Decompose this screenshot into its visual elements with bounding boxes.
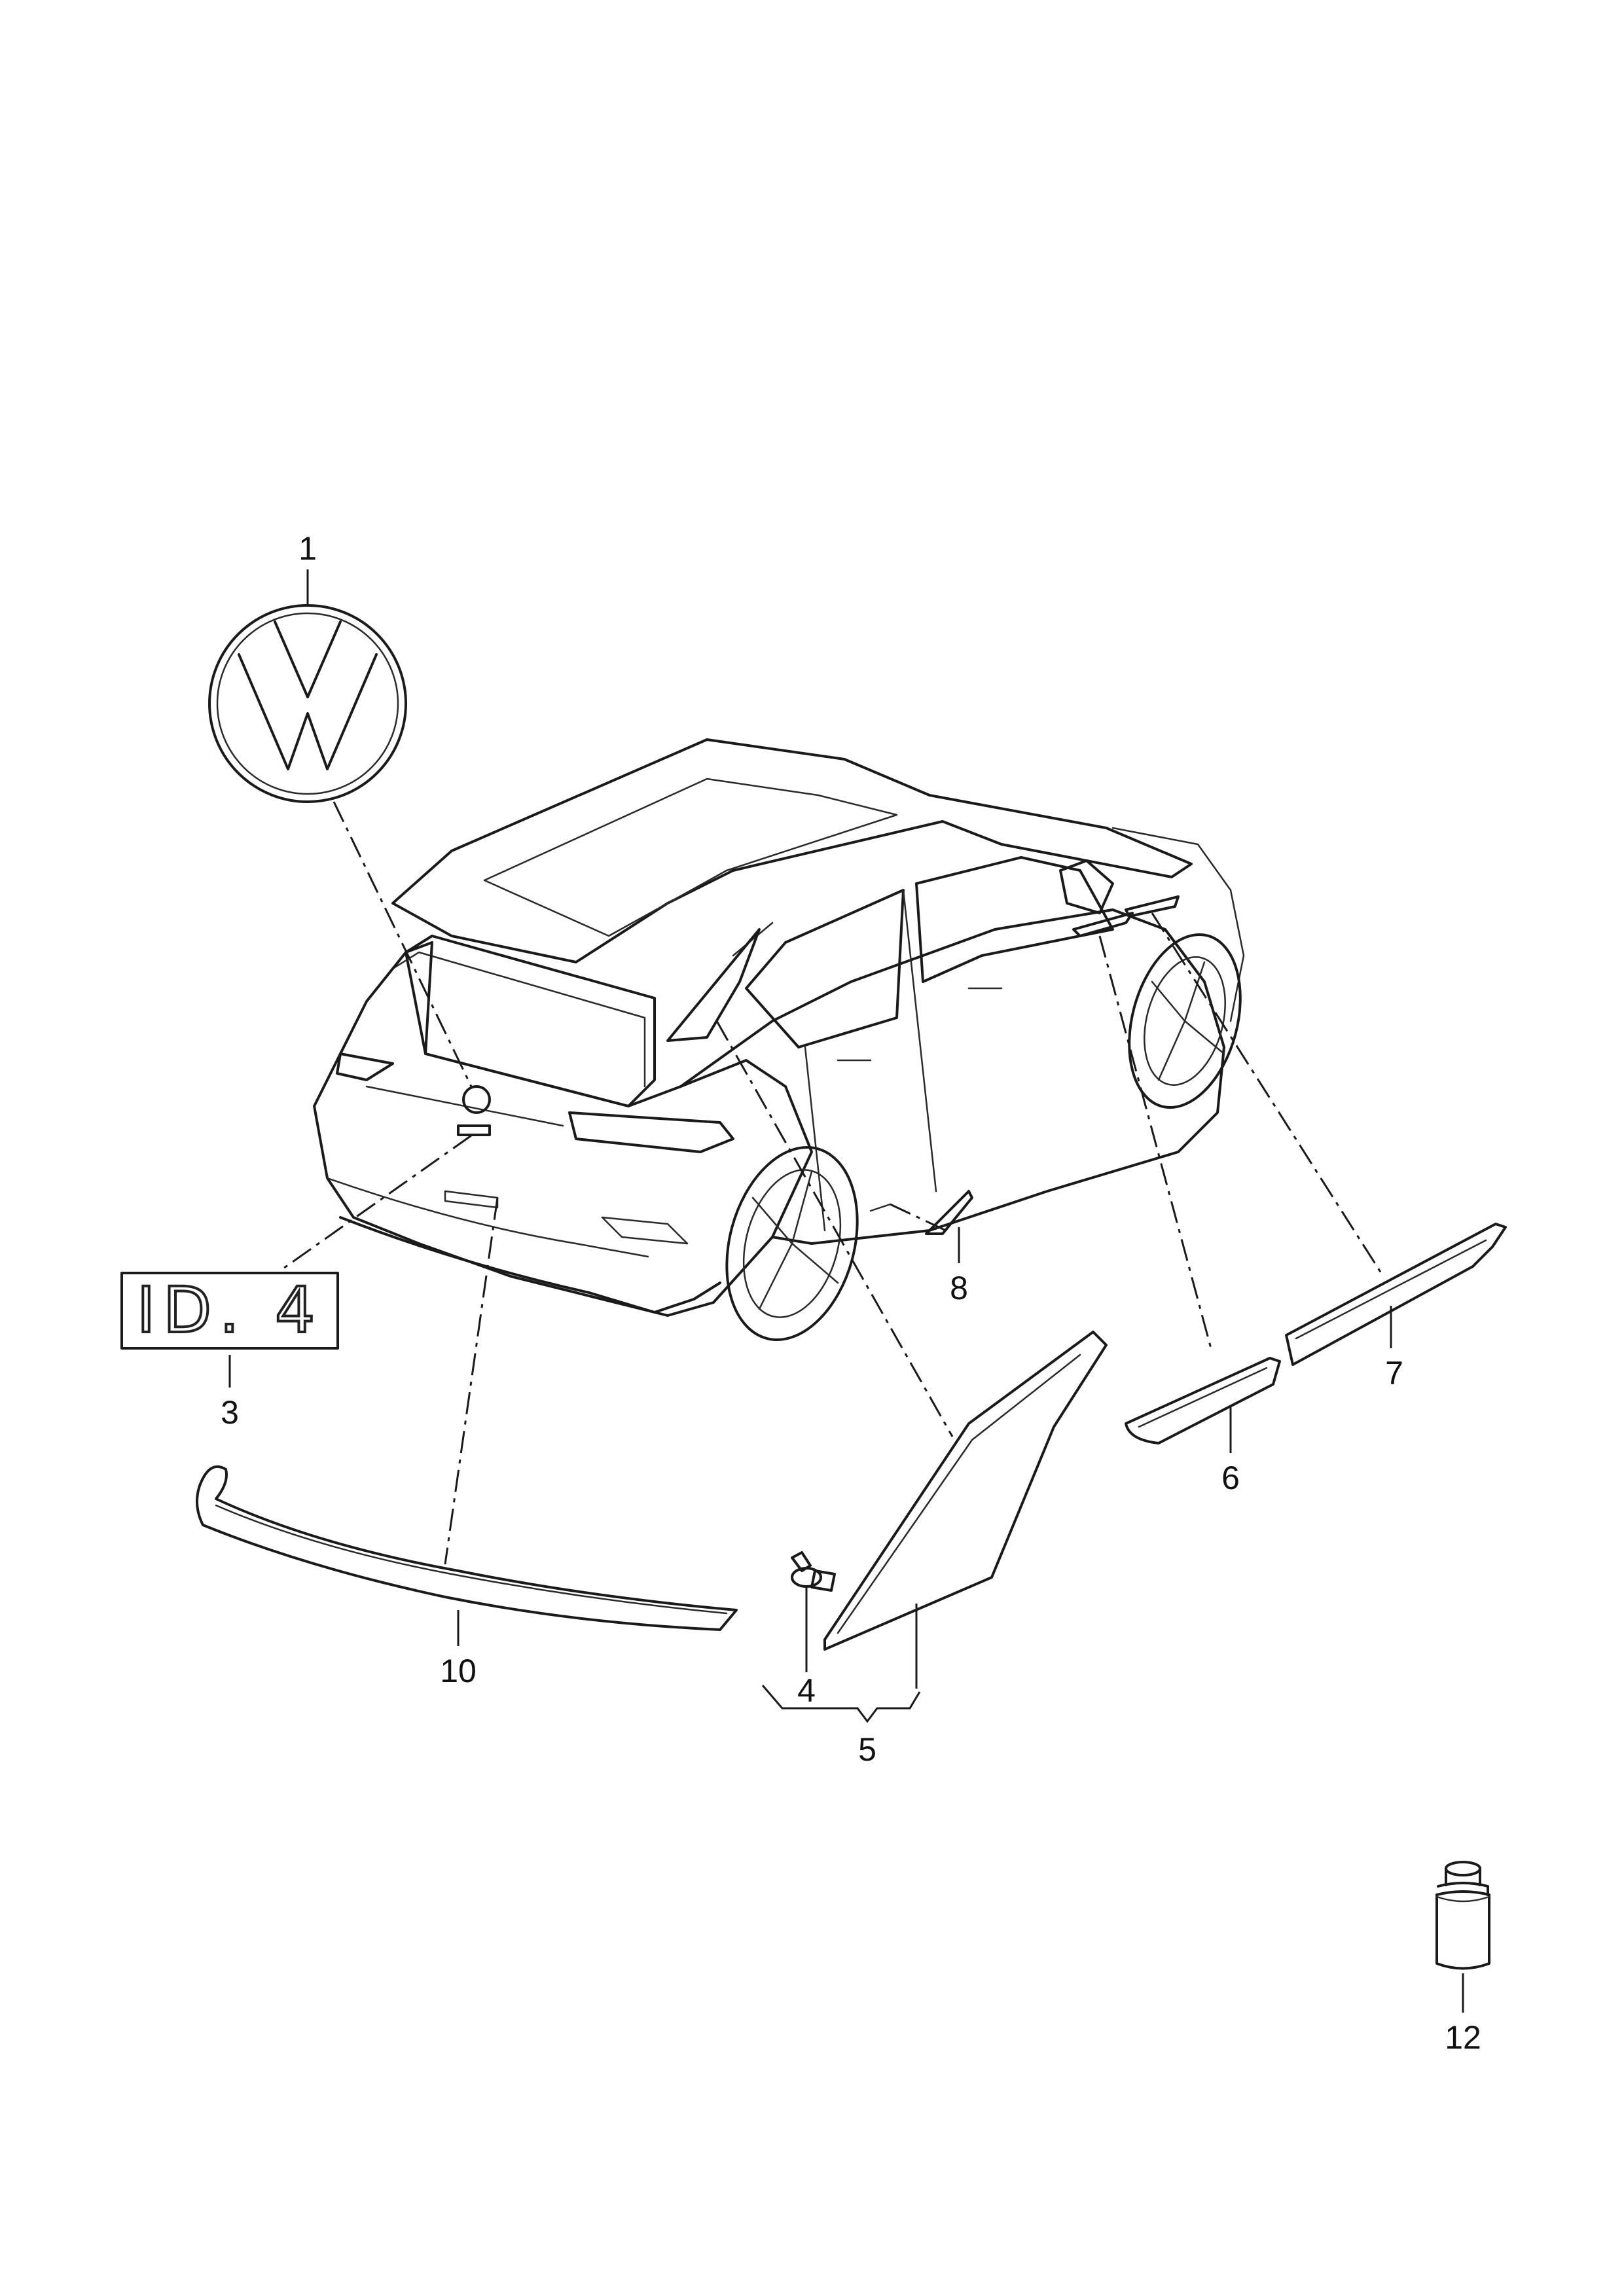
small-trim-8-part <box>925 1190 973 1235</box>
callout-12: 12 <box>1445 2019 1481 2056</box>
callout-6: 6 <box>1221 1460 1240 1496</box>
touch-up-bottle-part <box>1435 1861 1490 1970</box>
door-trim-6-part <box>1125 1357 1281 1444</box>
badge-lettering: ID. 4 <box>137 1274 323 1347</box>
callout-3: 3 <box>221 1394 239 1431</box>
callout-7: 7 <box>1385 1355 1403 1391</box>
callout-1: 1 <box>298 530 317 567</box>
leader-lines <box>228 569 1464 2013</box>
rear-diffuser-trim-part <box>196 1465 738 1631</box>
callout-labels: 1 3 4 5 6 7 8 10 12 <box>221 530 1481 2056</box>
callout-5: 5 <box>858 1731 876 1768</box>
callout-10: 10 <box>440 1653 477 1689</box>
c-pillar-trim-part <box>823 1331 1108 1651</box>
vw-emblem-part <box>208 604 407 803</box>
callout-4: 4 <box>797 1672 816 1709</box>
vehicle-illustration <box>313 738 1245 1341</box>
id4-badge-part: ID. 4 <box>120 1272 339 1350</box>
trim-clip-part <box>791 1551 836 1592</box>
door-trim-7-part <box>1285 1223 1507 1366</box>
callout-8: 8 <box>950 1270 968 1306</box>
